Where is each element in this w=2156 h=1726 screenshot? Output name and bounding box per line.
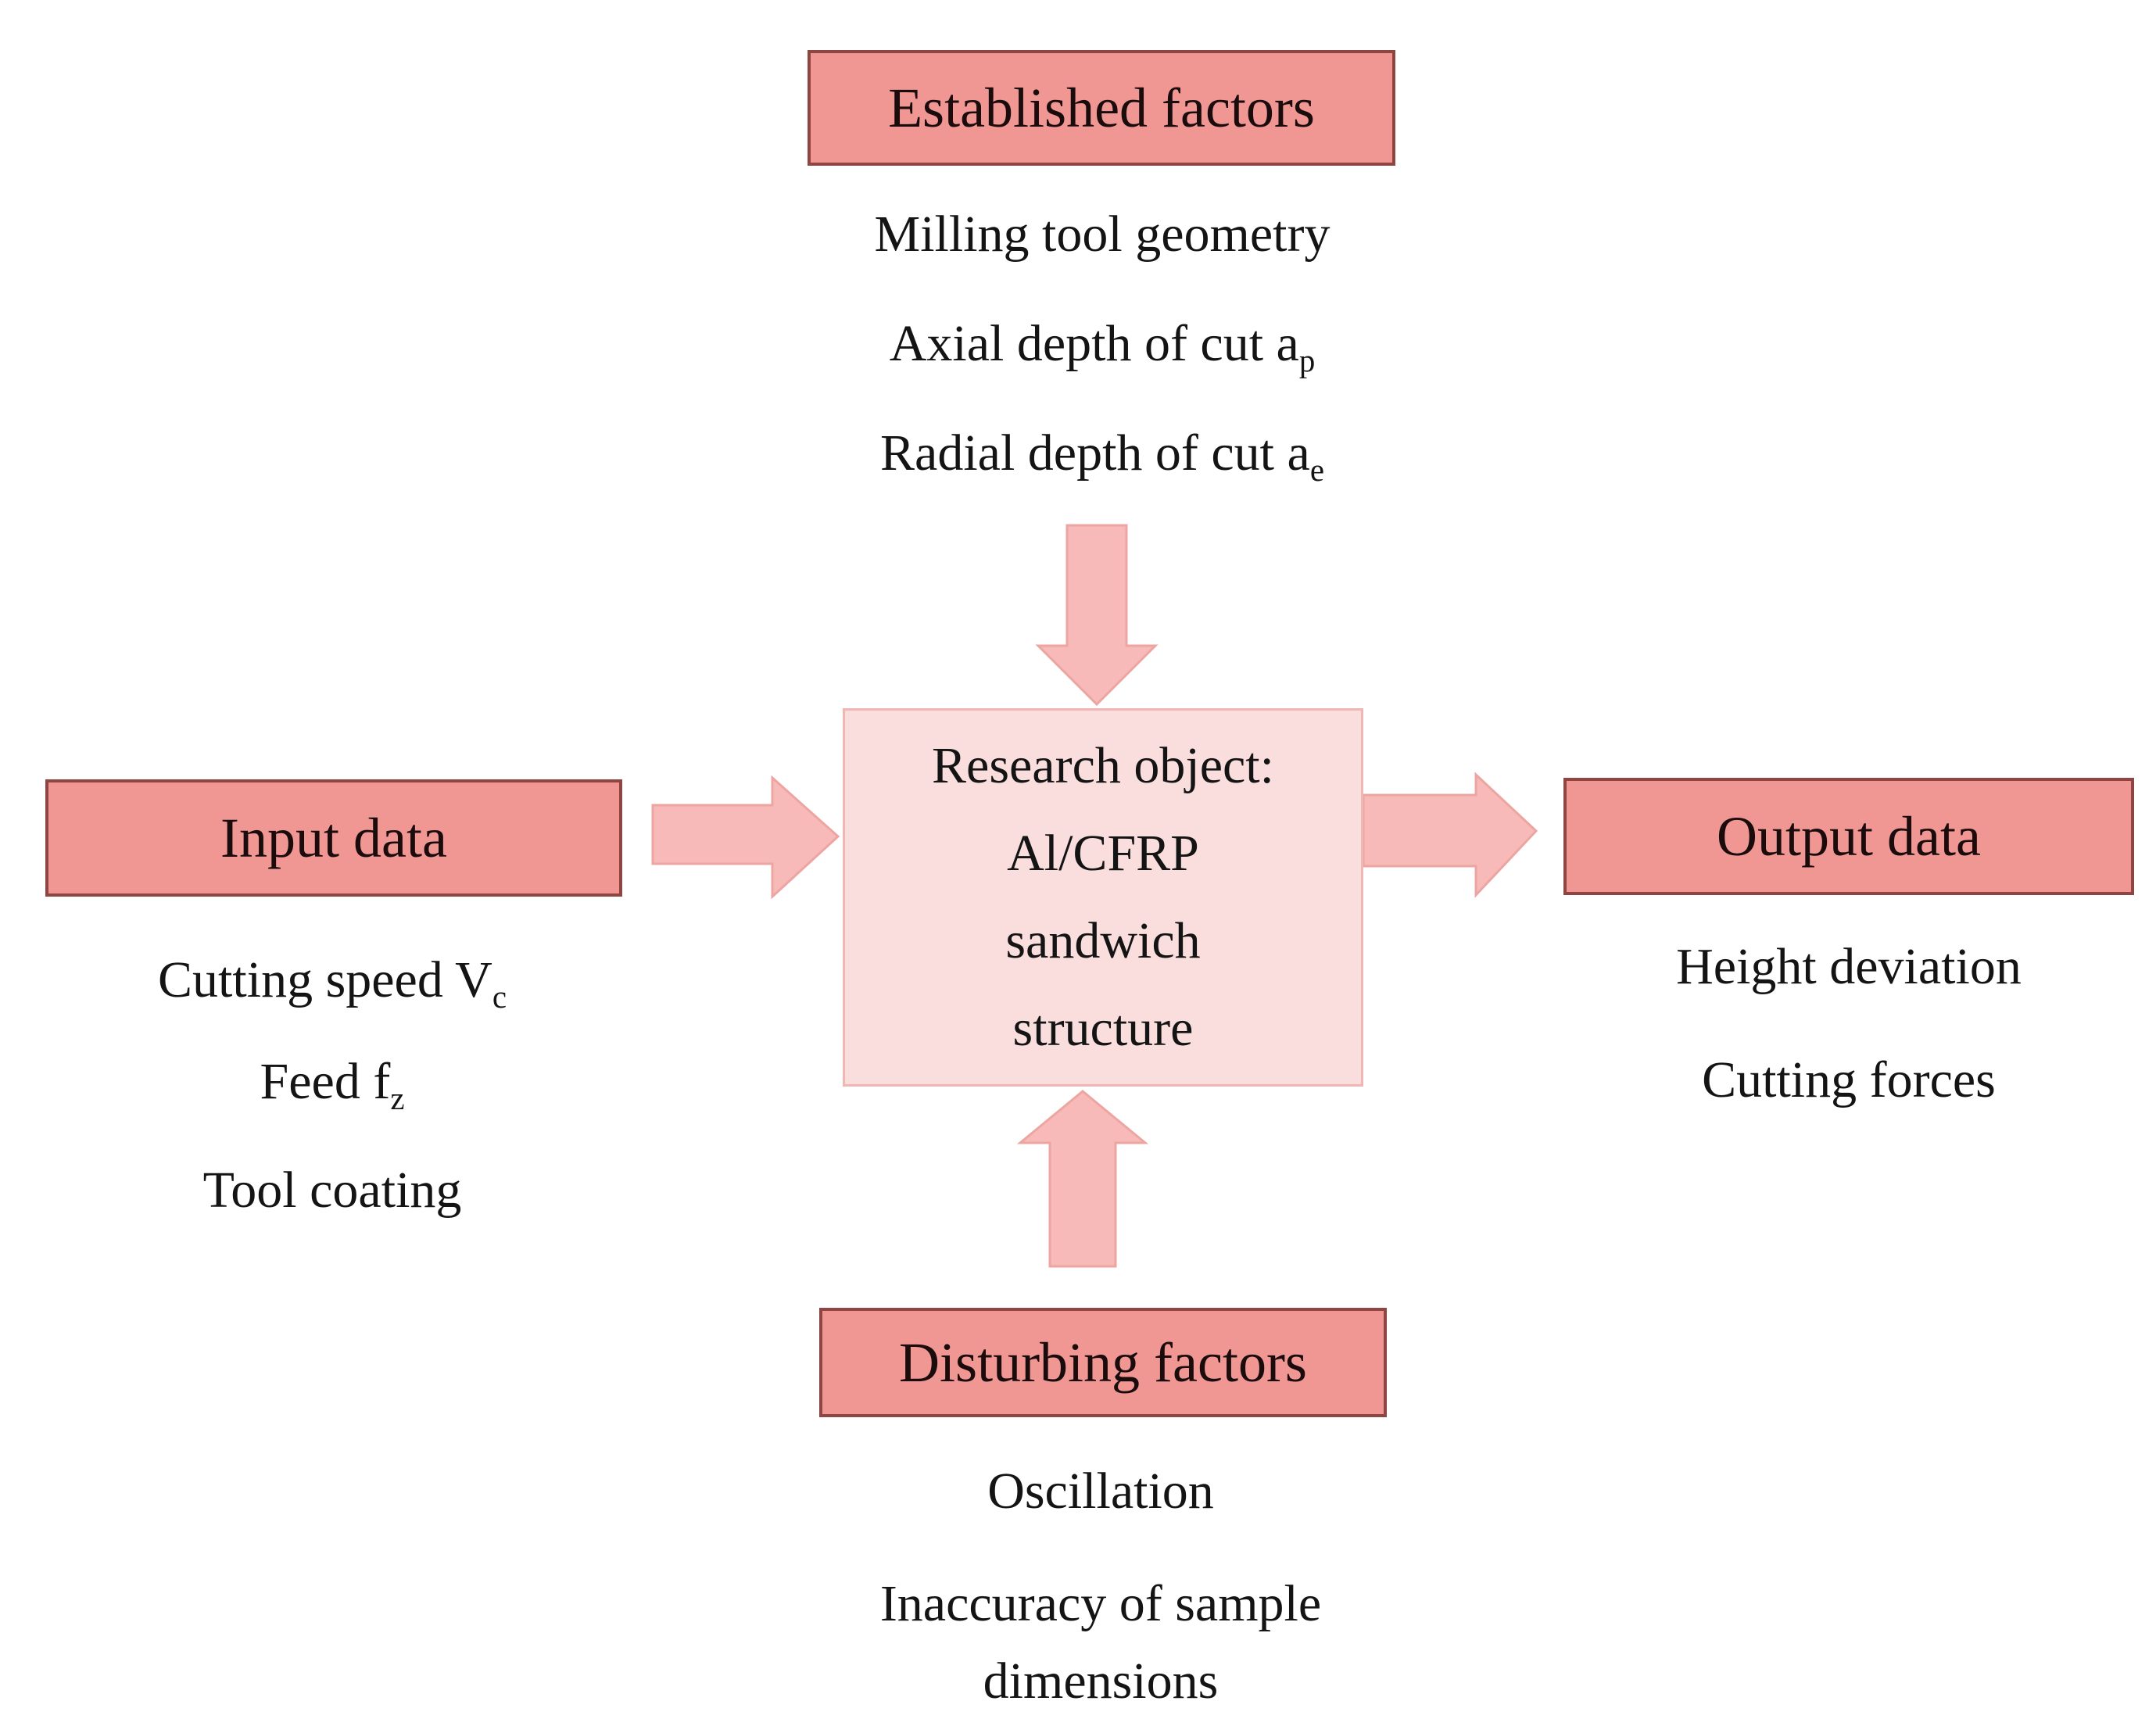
arrow-right-input-to-center [651,775,840,900]
established-factor-item: Milling tool geometry [874,206,1330,263]
arrow-right-center-to-output [1362,772,1538,898]
input-item: Tool coating [202,1162,462,1219]
disturbing-item: Inaccuracy of sample [879,1575,1322,1632]
research-object-line: Research object: [932,737,1274,794]
disturbing-item: Oscillation [987,1463,1214,1520]
disturbing-factors-label: Disturbing factors [899,1330,1307,1394]
research-object-box: Research object: Al/CFRP sandwich struct… [843,708,1363,1087]
output-item: Cutting forces [1702,1051,1996,1108]
established-factors-label: Established factors [888,76,1315,139]
established-factor-item: Axial depth of cut ap [889,315,1316,379]
output-data-box: Output data [1563,778,2134,895]
research-object-line: Al/CFRP [1007,825,1199,882]
research-object-line: sandwich [1005,912,1201,969]
arrow-up-disturbing-to-center [1016,1090,1149,1268]
output-item: Height deviation [1676,938,2022,995]
input-data-label: Input data [220,806,447,869]
disturbing-item: dimensions [983,1653,1219,1710]
input-item: Cutting speed Vc [158,951,507,1015]
arrow-down-established-to-center [1035,524,1159,707]
input-data-box: Input data [45,779,622,897]
input-item: Feed fz [260,1053,405,1117]
disturbing-factors-box: Disturbing factors [819,1308,1387,1417]
established-factor-item: Radial depth of cut ae [880,424,1324,489]
output-data-label: Output data [1717,804,1981,868]
research-object-line: structure [1012,1000,1194,1057]
established-factors-box: Established factors [808,50,1395,166]
